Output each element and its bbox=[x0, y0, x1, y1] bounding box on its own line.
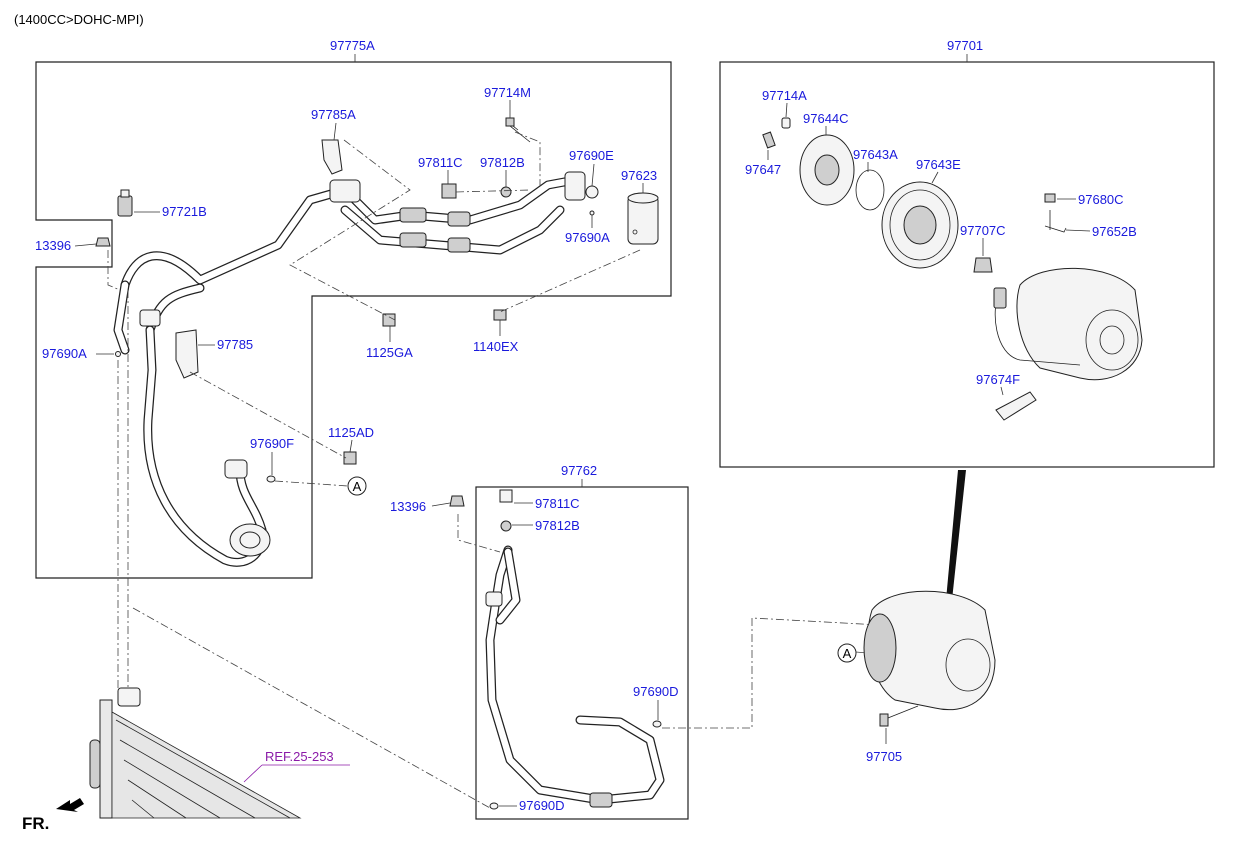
part-label-1125AD[interactable]: 1125AD bbox=[328, 425, 374, 440]
part-label-97647[interactable]: 97647 bbox=[745, 162, 781, 177]
leader bbox=[591, 163, 595, 187]
part-label-97785[interactable]: 97785 bbox=[217, 337, 253, 352]
leader bbox=[74, 243, 97, 247]
part-label-1140EX[interactable]: 1140EX bbox=[473, 339, 519, 354]
compressor-assy-frame bbox=[719, 61, 1215, 468]
part-label-97707C[interactable]: 97707C bbox=[960, 223, 1006, 238]
front-arrow-icon bbox=[56, 798, 84, 812]
leader bbox=[431, 502, 451, 507]
callout-a-label: A bbox=[353, 479, 362, 494]
part-label-1125GA[interactable]: 1125GA bbox=[366, 345, 413, 360]
part-label-97690D[interactable]: 97690D bbox=[633, 684, 679, 699]
part-label-97714M[interactable]: 97714M bbox=[484, 85, 531, 100]
small-hardware-drawing bbox=[95, 117, 599, 483]
compressor-leader bbox=[946, 470, 966, 600]
compressor-installed-drawing bbox=[863, 590, 996, 727]
part-label-97812B[interactable]: 97812B bbox=[535, 518, 580, 533]
bracket-97785-drawing bbox=[175, 329, 199, 379]
condenser-drawing bbox=[89, 687, 302, 819]
leader bbox=[243, 764, 263, 783]
compressor-exploded-drawing bbox=[762, 117, 1143, 421]
part-label-97623[interactable]: 97623 bbox=[621, 168, 657, 183]
hose-assy-frame bbox=[35, 61, 672, 579]
part-label-97690D[interactable]: 97690D bbox=[519, 798, 565, 813]
group-label-97775A[interactable]: 97775A bbox=[330, 38, 375, 53]
leader bbox=[333, 122, 337, 141]
part-label-97714A[interactable]: 97714A bbox=[762, 88, 807, 103]
part-label-97652B[interactable]: 97652B bbox=[1092, 224, 1137, 239]
group-label-97701[interactable]: 97701 bbox=[947, 38, 983, 53]
pressure-switch-drawing bbox=[117, 189, 133, 217]
part-label-97690F[interactable]: 97690F bbox=[250, 436, 294, 451]
part-label-97690A[interactable]: 97690A bbox=[42, 346, 87, 361]
part-label-97811C[interactable]: 97811C bbox=[535, 496, 580, 511]
reference-link[interactable]: REF.25-253 bbox=[265, 749, 334, 764]
receiver-drier-drawing bbox=[627, 192, 659, 245]
part-label-97680C[interactable]: 97680C bbox=[1078, 192, 1124, 207]
part-label-97785A[interactable]: 97785A bbox=[311, 107, 356, 122]
leader bbox=[349, 439, 353, 453]
suction-hose-drawing bbox=[113, 171, 586, 567]
callout-a-lower: A bbox=[837, 643, 857, 663]
part-label-97812B[interactable]: 97812B bbox=[480, 155, 525, 170]
part-label-97705[interactable]: 97705 bbox=[866, 749, 902, 764]
callout-a-upper: A bbox=[347, 476, 367, 496]
bracket-97785A-drawing bbox=[321, 139, 343, 175]
part-label-97811C[interactable]: 97811C bbox=[418, 155, 463, 170]
leader bbox=[1000, 386, 1004, 396]
part-label-97721B[interactable]: 97721B bbox=[162, 204, 207, 219]
leader bbox=[785, 102, 788, 118]
part-label-13396[interactable]: 13396 bbox=[390, 499, 426, 514]
part-label-97643E[interactable]: 97643E bbox=[916, 157, 961, 172]
part-label-97644C[interactable]: 97644C bbox=[803, 111, 849, 126]
group-label-97762[interactable]: 97762 bbox=[561, 463, 597, 478]
part-label-13396[interactable]: 13396 bbox=[35, 238, 71, 253]
front-orientation-label: FR. bbox=[22, 814, 49, 833]
part-label-97674F[interactable]: 97674F bbox=[976, 372, 1020, 387]
part-label-97643A[interactable]: 97643A bbox=[853, 147, 898, 162]
engine-spec-title: (1400CC>DOHC-MPI) bbox=[14, 12, 144, 27]
leader bbox=[1065, 229, 1091, 232]
part-label-97690A[interactable]: 97690A bbox=[565, 230, 610, 245]
callout-a-label: A bbox=[843, 646, 852, 661]
discharge-hose-drawing bbox=[449, 489, 665, 810]
part-label-97690E[interactable]: 97690E bbox=[569, 148, 614, 163]
leader bbox=[931, 171, 939, 184]
